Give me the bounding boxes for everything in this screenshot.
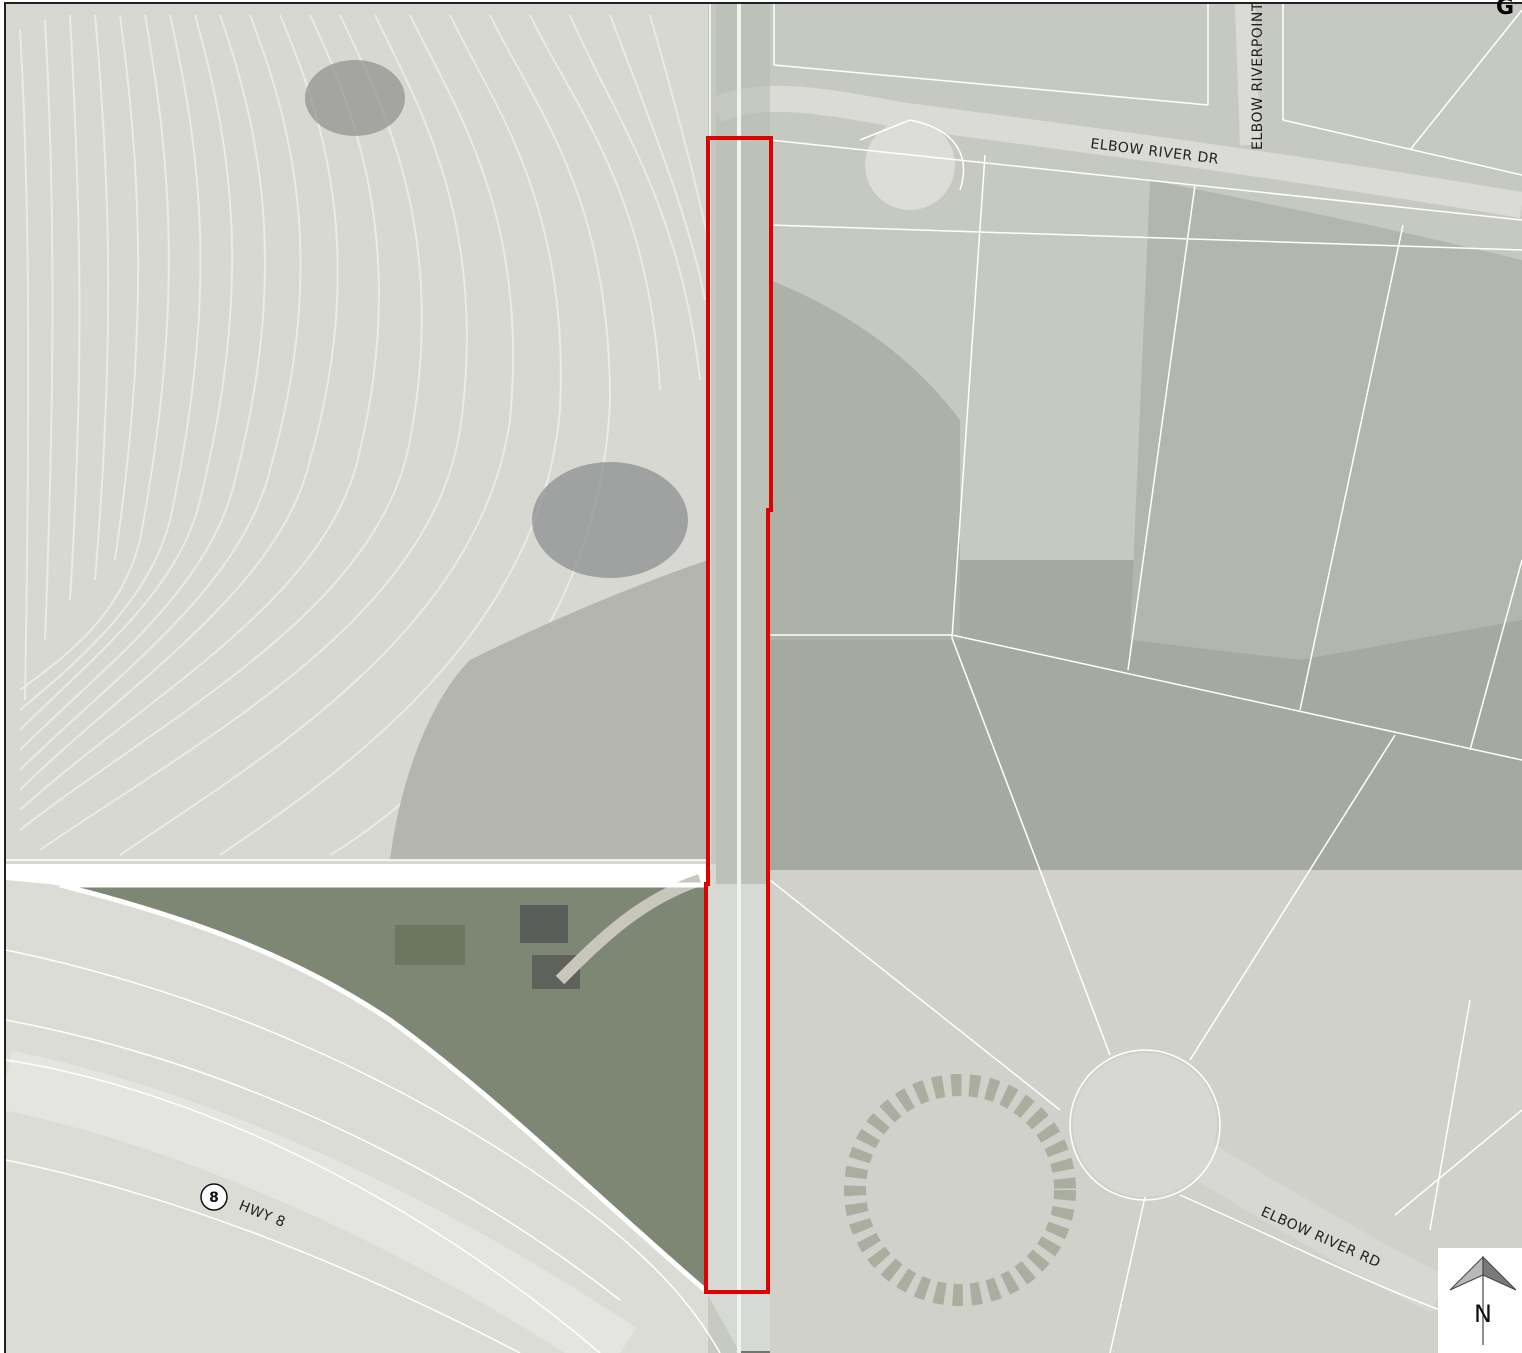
farm-field-south (6, 880, 740, 1353)
tree-belt (390, 560, 708, 860)
elbow-river-rd[interactable] (1134, 1107, 1449, 1313)
elbow-river-dr[interactable] (710, 85, 1522, 218)
elbow-riverpoint-road[interactable] (1235, 4, 1260, 146)
road-label-elbow-riverpoint: ELBOW RIVERPOINT (1250, 2, 1266, 150)
parcel-lines (6, 4, 1522, 1353)
forest-block (770, 280, 960, 640)
north-arrow: N (1438, 1248, 1522, 1353)
forest-block (1130, 180, 1522, 660)
svg-text:8: 8 (209, 1190, 219, 1206)
parcel-boundary-highlight (59, 882, 707, 1292)
subject-parcel-outline[interactable] (704, 136, 773, 1294)
tree-ring (844, 1074, 1076, 1306)
corner-mark: G (1496, 0, 1514, 20)
field-dark-spot (305, 60, 405, 136)
field-dark-spot (532, 462, 688, 578)
house (520, 905, 568, 943)
highway-shield: 8 (200, 1183, 228, 1211)
north-arrow-letter: N (1474, 1300, 1492, 1328)
cul-de-sac (865, 120, 955, 210)
driveway (555, 874, 702, 985)
garden-plot (395, 925, 465, 965)
highway-8 (6, 1050, 637, 1353)
